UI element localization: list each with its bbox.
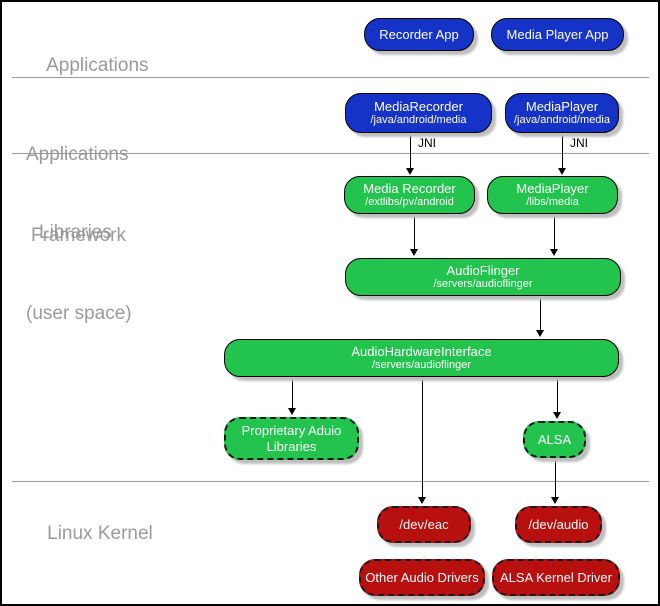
node-title: ALSA <box>537 431 572 447</box>
node-alsa: ALSA <box>523 421 586 458</box>
node-subtitle: /servers/audioflinger <box>371 359 472 372</box>
node-title: MediaPlayer <box>525 98 599 114</box>
edge-arrowhead <box>558 168 566 175</box>
layer-label-text: Applications <box>46 54 149 76</box>
layer-label-libraries: Libraries (user space) <box>26 166 132 382</box>
node-media-recorder-lib: Media Recorder /extlibs/pv/android <box>344 176 475 214</box>
node-title: AudioFlinger <box>446 262 520 278</box>
node-title: MediaPlayer <box>516 180 589 196</box>
edge-jni-left <box>410 133 411 168</box>
node-title: ALSA Kernel Driver <box>500 569 612 585</box>
layer-label-applications: Applications <box>26 26 149 107</box>
layer-divider <box>12 481 649 482</box>
node-mediaplayer-framework: MediaPlayer /java/android/media <box>505 93 619 133</box>
node-title: AudioHardwareInterface <box>351 343 492 359</box>
layer-label-text: Linux Kernel <box>47 522 153 544</box>
edge-arrowhead <box>288 408 296 415</box>
edge-arrowhead <box>418 497 426 504</box>
layer-divider <box>12 153 649 154</box>
node-title: Media Recorder <box>363 180 456 196</box>
edge-mediaplayer-to-audioflinger <box>554 214 555 249</box>
edge-mediarecorder-to-audioflinger <box>414 214 415 249</box>
layer-label-linux-kernel: Linux Kernel <box>26 494 153 575</box>
edge-arrowhead <box>410 249 418 256</box>
node-title: MediaRecorder <box>374 98 463 114</box>
node-title: Other Audio Drivers <box>365 569 479 585</box>
edge-arrowhead <box>551 497 559 504</box>
node-audiohardwareinterface: AudioHardwareInterface /servers/audiofli… <box>224 339 619 377</box>
edge-label-jni-left: JNI <box>418 136 436 150</box>
layer-label-text: Libraries <box>39 221 112 243</box>
edge-ahi-to-dev-eac <box>422 377 423 497</box>
layer-label-text: (user space) <box>26 302 132 324</box>
node-title: /dev/audio <box>528 516 589 532</box>
edge-jni-right <box>562 133 563 168</box>
edge-alsa-to-dev-audio <box>555 457 556 497</box>
edge-ahi-to-alsa <box>557 377 558 412</box>
node-mediaplayer-lib: MediaPlayer /libs/media <box>487 176 618 214</box>
edge-label-jni-right: JNI <box>570 136 588 150</box>
edge-arrowhead <box>406 168 414 175</box>
node-audioflinger: AudioFlinger /servers/audioflinger <box>345 258 621 296</box>
node-title: Recorder App <box>379 26 459 42</box>
edge-arrowhead <box>550 249 558 256</box>
node-title: Proprietary Aduio Libraries <box>241 422 342 454</box>
node-title: /dev/eac <box>399 516 449 532</box>
edge-ahi-to-proprietary-libs <box>292 377 293 408</box>
layer-label-text: Framework <box>31 224 127 246</box>
node-proprietary-audio-libraries: Proprietary Aduio Libraries <box>224 417 359 460</box>
node-subtitle: /extlibs/pv/android <box>365 196 454 209</box>
node-alsa-kernel-driver: ALSA Kernel Driver <box>492 559 620 596</box>
node-title: Media Player App <box>506 26 609 42</box>
node-subtitle: /servers/audioflinger <box>433 278 533 291</box>
node-mediarecorder-framework: MediaRecorder /java/android/media <box>345 93 492 133</box>
edge-arrowhead <box>536 330 544 337</box>
node-other-audio-drivers: Other Audio Drivers <box>359 559 485 596</box>
edge-arrowhead <box>553 412 561 419</box>
node-media-player-app: Media Player App <box>491 18 624 51</box>
layer-divider <box>12 77 649 78</box>
layer-label-applications-framework: Applications Framework <box>26 88 128 304</box>
node-subtitle: /libs/media <box>526 196 579 209</box>
node-dev-audio: /dev/audio <box>515 506 602 543</box>
edge-audioflinger-to-audiohardwareinterface <box>540 296 541 330</box>
node-recorder-app: Recorder App <box>364 18 474 51</box>
node-dev-eac: /dev/eac <box>377 506 471 543</box>
node-subtitle: /java/android/media <box>513 114 610 127</box>
layer-label-text: Applications <box>26 143 129 165</box>
node-subtitle: /java/android/media <box>370 114 467 127</box>
